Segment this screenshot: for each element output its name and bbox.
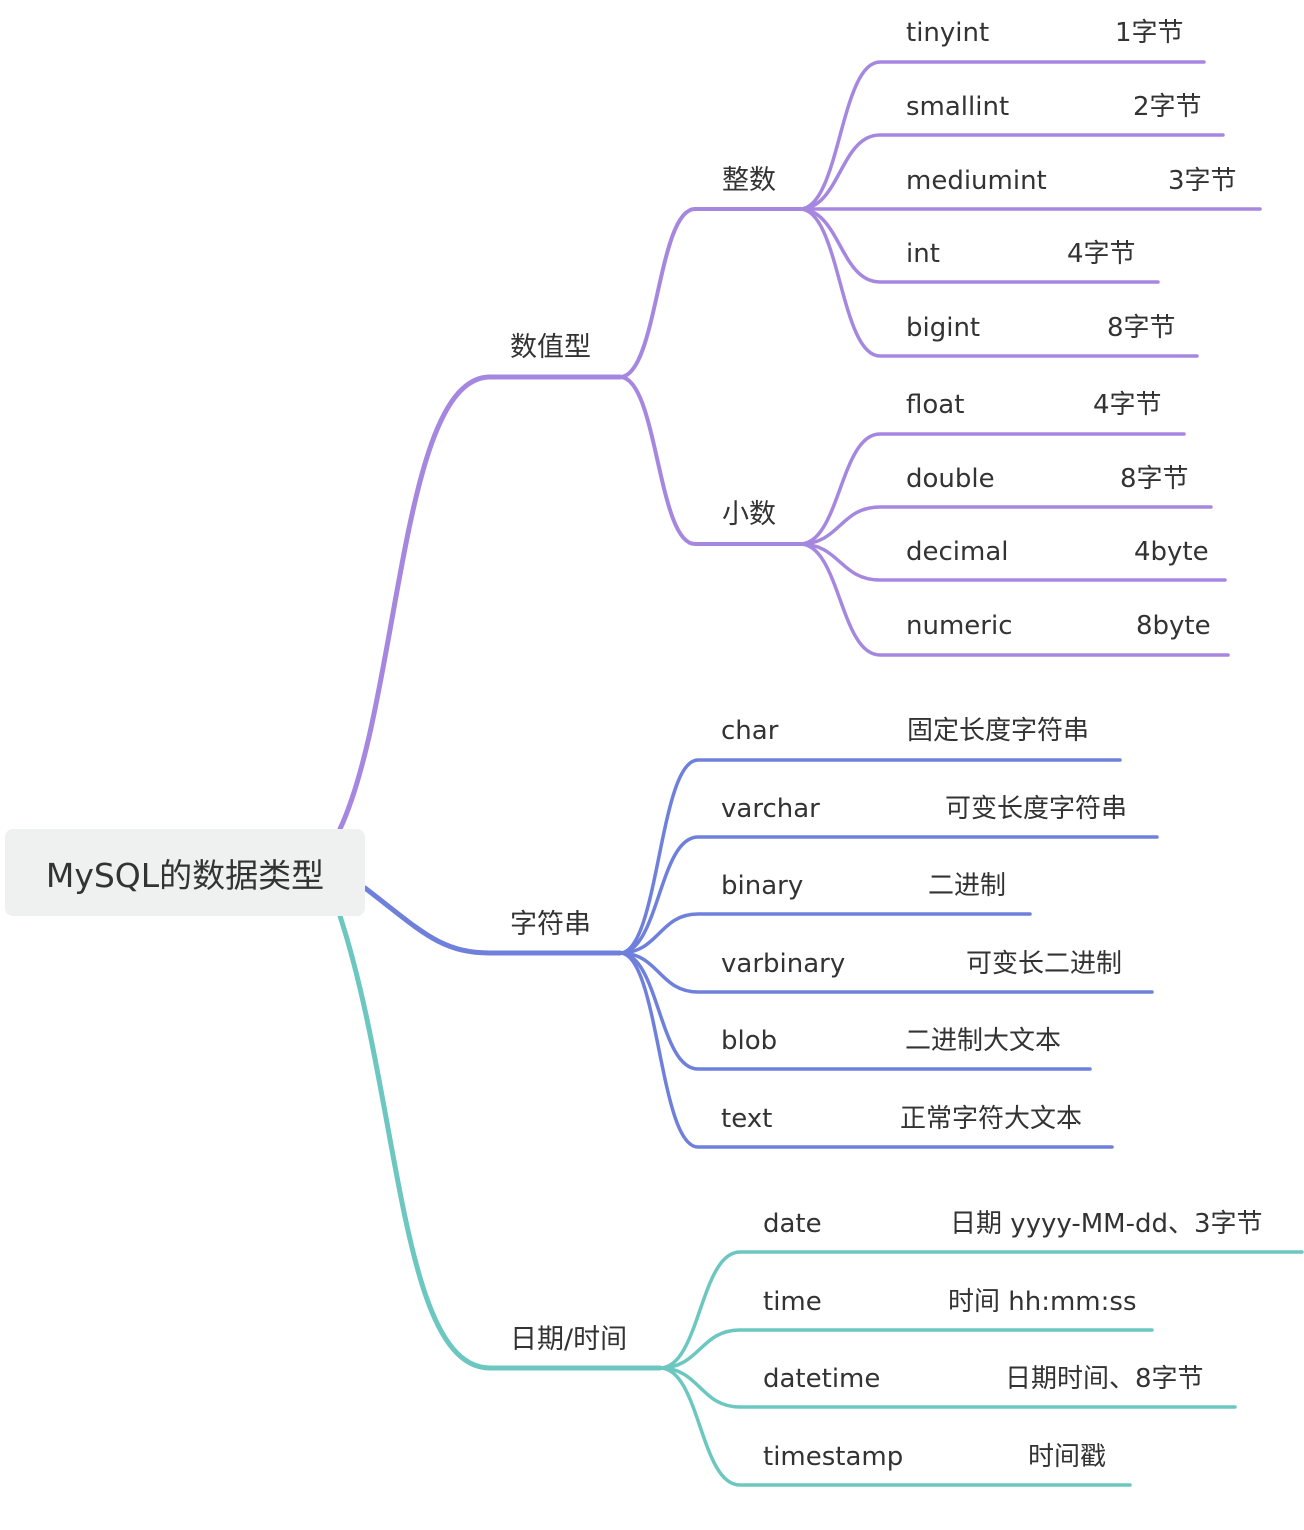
item-name[interactable]: numeric <box>906 611 1013 641</box>
item-name[interactable]: mediumint <box>906 166 1047 196</box>
item-desc: 二进制大文本 <box>905 1026 1062 1056</box>
category-datetime[interactable]: 日期/时间 <box>510 1324 628 1355</box>
connector-datetime-item <box>658 1328 1154 1370</box>
item-desc: 时间戳 <box>1028 1442 1107 1472</box>
connector-numeric-decimal <box>618 375 802 546</box>
connector-root-string <box>362 885 623 956</box>
connector-datetime-item <box>658 1366 1132 1487</box>
item-desc: 1字节 <box>1115 18 1184 48</box>
item-desc: 8byte <box>1136 611 1211 641</box>
item-desc: 日期时间、8字节 <box>1005 1364 1204 1394</box>
item-name[interactable]: double <box>906 464 995 494</box>
item-desc: 3字节 <box>1168 166 1237 196</box>
item-desc: 可变长度字符串 <box>945 794 1128 824</box>
connector-integer-item <box>798 133 1225 211</box>
item-name[interactable]: decimal <box>906 537 1009 567</box>
item-name[interactable]: text <box>721 1104 773 1134</box>
connector-root-datetime <box>337 913 663 1371</box>
connector-string-item <box>618 835 1159 955</box>
connector-decimal-item <box>798 542 1230 657</box>
category-string[interactable]: 字符串 <box>510 909 591 940</box>
connector-string-item <box>618 951 1092 1071</box>
subcategory-decimal[interactable]: 小数 <box>722 499 776 530</box>
item-desc: 固定长度字符串 <box>907 716 1090 746</box>
root-node[interactable]: MySQL的数据类型 <box>5 829 365 916</box>
connector-string-item <box>618 912 1032 955</box>
item-desc: 可变长二进制 <box>966 949 1123 979</box>
category-numeric[interactable]: 数值型 <box>510 332 591 363</box>
item-desc: 二进制 <box>928 871 1007 901</box>
connector-datetime-item <box>658 1366 1237 1409</box>
connector-string-item <box>618 758 1122 955</box>
item-name[interactable]: bigint <box>906 313 981 343</box>
item-name[interactable]: int <box>906 239 940 269</box>
item-name[interactable]: float <box>906 390 965 420</box>
item-name[interactable]: varbinary <box>721 949 846 979</box>
item-name[interactable]: smallint <box>906 92 1010 122</box>
connector-decimal-item <box>798 432 1186 546</box>
item-name[interactable]: time <box>763 1287 822 1317</box>
item-desc: 正常字符大文本 <box>900 1104 1083 1134</box>
item-desc: 8字节 <box>1107 313 1176 343</box>
subcategory-integer[interactable]: 整数 <box>722 165 776 196</box>
item-desc: 时间 hh:mm:ss <box>948 1287 1137 1317</box>
item-desc: 8字节 <box>1120 464 1189 494</box>
item-name[interactable]: binary <box>721 871 804 901</box>
connector-decimal-item <box>798 542 1227 582</box>
item-desc: 4字节 <box>1093 390 1162 420</box>
item-name[interactable]: date <box>763 1209 822 1239</box>
item-name[interactable]: tinyint <box>906 18 990 48</box>
connector-integer-item <box>798 207 1160 284</box>
root-label: MySQL的数据类型 <box>45 855 325 895</box>
item-name[interactable]: varchar <box>721 794 820 824</box>
item-desc: 4byte <box>1134 537 1209 567</box>
item-name[interactable]: timestamp <box>763 1442 904 1472</box>
item-name[interactable]: blob <box>721 1026 778 1056</box>
connector-datetime-item <box>658 1250 1304 1370</box>
connector-integer-item <box>798 207 1199 358</box>
connector-integer-item <box>798 60 1206 211</box>
item-desc: 2字节 <box>1133 92 1202 122</box>
connector-string-item <box>618 951 1154 994</box>
connector-decimal-item <box>798 505 1213 546</box>
connector-numeric-integer <box>618 207 802 379</box>
connector-root-numeric <box>337 374 623 832</box>
connector-string-item <box>618 951 1114 1149</box>
item-desc: 日期 yyyy-MM-dd、3字节 <box>950 1209 1263 1239</box>
item-name[interactable]: char <box>721 716 779 746</box>
item-name[interactable]: datetime <box>763 1364 881 1394</box>
item-desc: 4字节 <box>1067 239 1136 269</box>
